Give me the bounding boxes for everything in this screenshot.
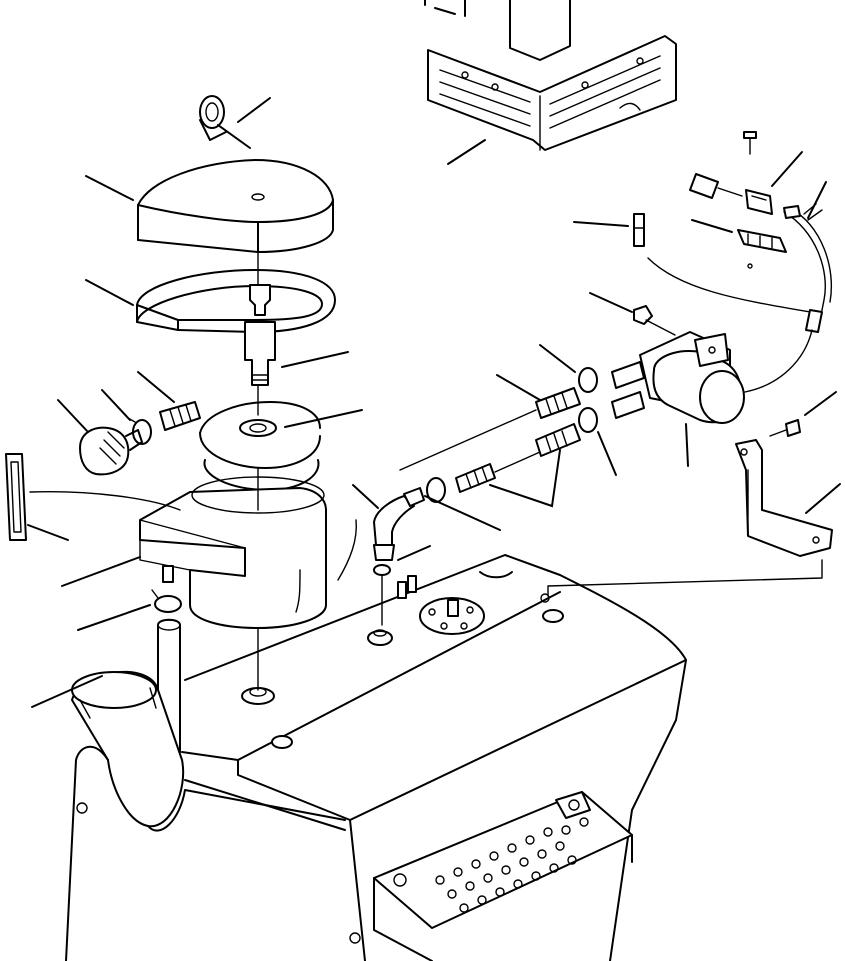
step-holes [435,817,589,913]
leader-line [804,391,837,416]
guide-line [645,319,676,336]
leader-line [284,409,363,428]
hose-line [494,451,541,473]
leader-line [77,604,151,631]
stud [407,575,417,593]
guide-line [547,559,823,597]
step-plate [373,791,633,961]
leader-line [85,175,134,201]
leader-line [539,344,576,373]
connector [689,173,773,215]
leader-line [61,556,141,587]
bolt [162,565,174,583]
filter-element [199,384,321,491]
hose-nipple [455,463,496,493]
leader-line [589,292,633,313]
fuse [633,213,645,247]
leader-line [597,431,617,476]
screw [743,131,757,155]
separator-housing [139,467,327,629]
leader-line [237,97,271,123]
leader-line [489,449,561,508]
hose-clamp [578,367,598,393]
stud [397,581,407,599]
leader-line [496,374,541,401]
hose-nipple [535,387,581,419]
drain-plug-knob [79,426,143,476]
leader-line [31,675,103,708]
sealing-strip [5,453,27,541]
guide-line [337,519,358,581]
leader-line [85,279,134,306]
leader-line [771,151,803,187]
leader-line [137,371,175,403]
lock-pin [199,95,251,149]
leader-line [101,389,131,421]
hose-clamp [151,589,182,613]
leader-line [397,545,431,561]
hole [747,263,753,269]
breather-cover [137,159,334,253]
fuel-tank [65,554,687,961]
retaining-strap [136,269,336,333]
cab-base-frame [424,0,677,151]
washer [373,564,391,576]
leader-line [447,139,486,165]
center-stud [244,251,276,386]
mounting-bracket [735,439,833,557]
hose-line [399,409,537,471]
leader-line [807,181,827,219]
elbow-fitting [373,487,425,561]
hose-clamp [127,417,152,445]
wire-lead [29,491,181,511]
hose-clamp [578,407,598,433]
solenoid-valve [611,331,745,424]
leader-line [281,351,349,368]
nut [633,305,653,325]
leader-line [352,484,379,509]
screw [769,419,801,437]
leader-line [57,399,89,433]
wire-harness [744,203,833,393]
leader-line [27,524,69,541]
leader-line [573,221,629,227]
leader-line [805,483,841,514]
hose-nipple [159,401,201,431]
hose-nipple [535,423,581,457]
leader-line [691,219,733,233]
leader-line [424,495,501,531]
wire-harness [647,257,811,313]
sender-unit [419,597,485,635]
leader-line [685,423,689,467]
connector-mount [737,229,787,253]
